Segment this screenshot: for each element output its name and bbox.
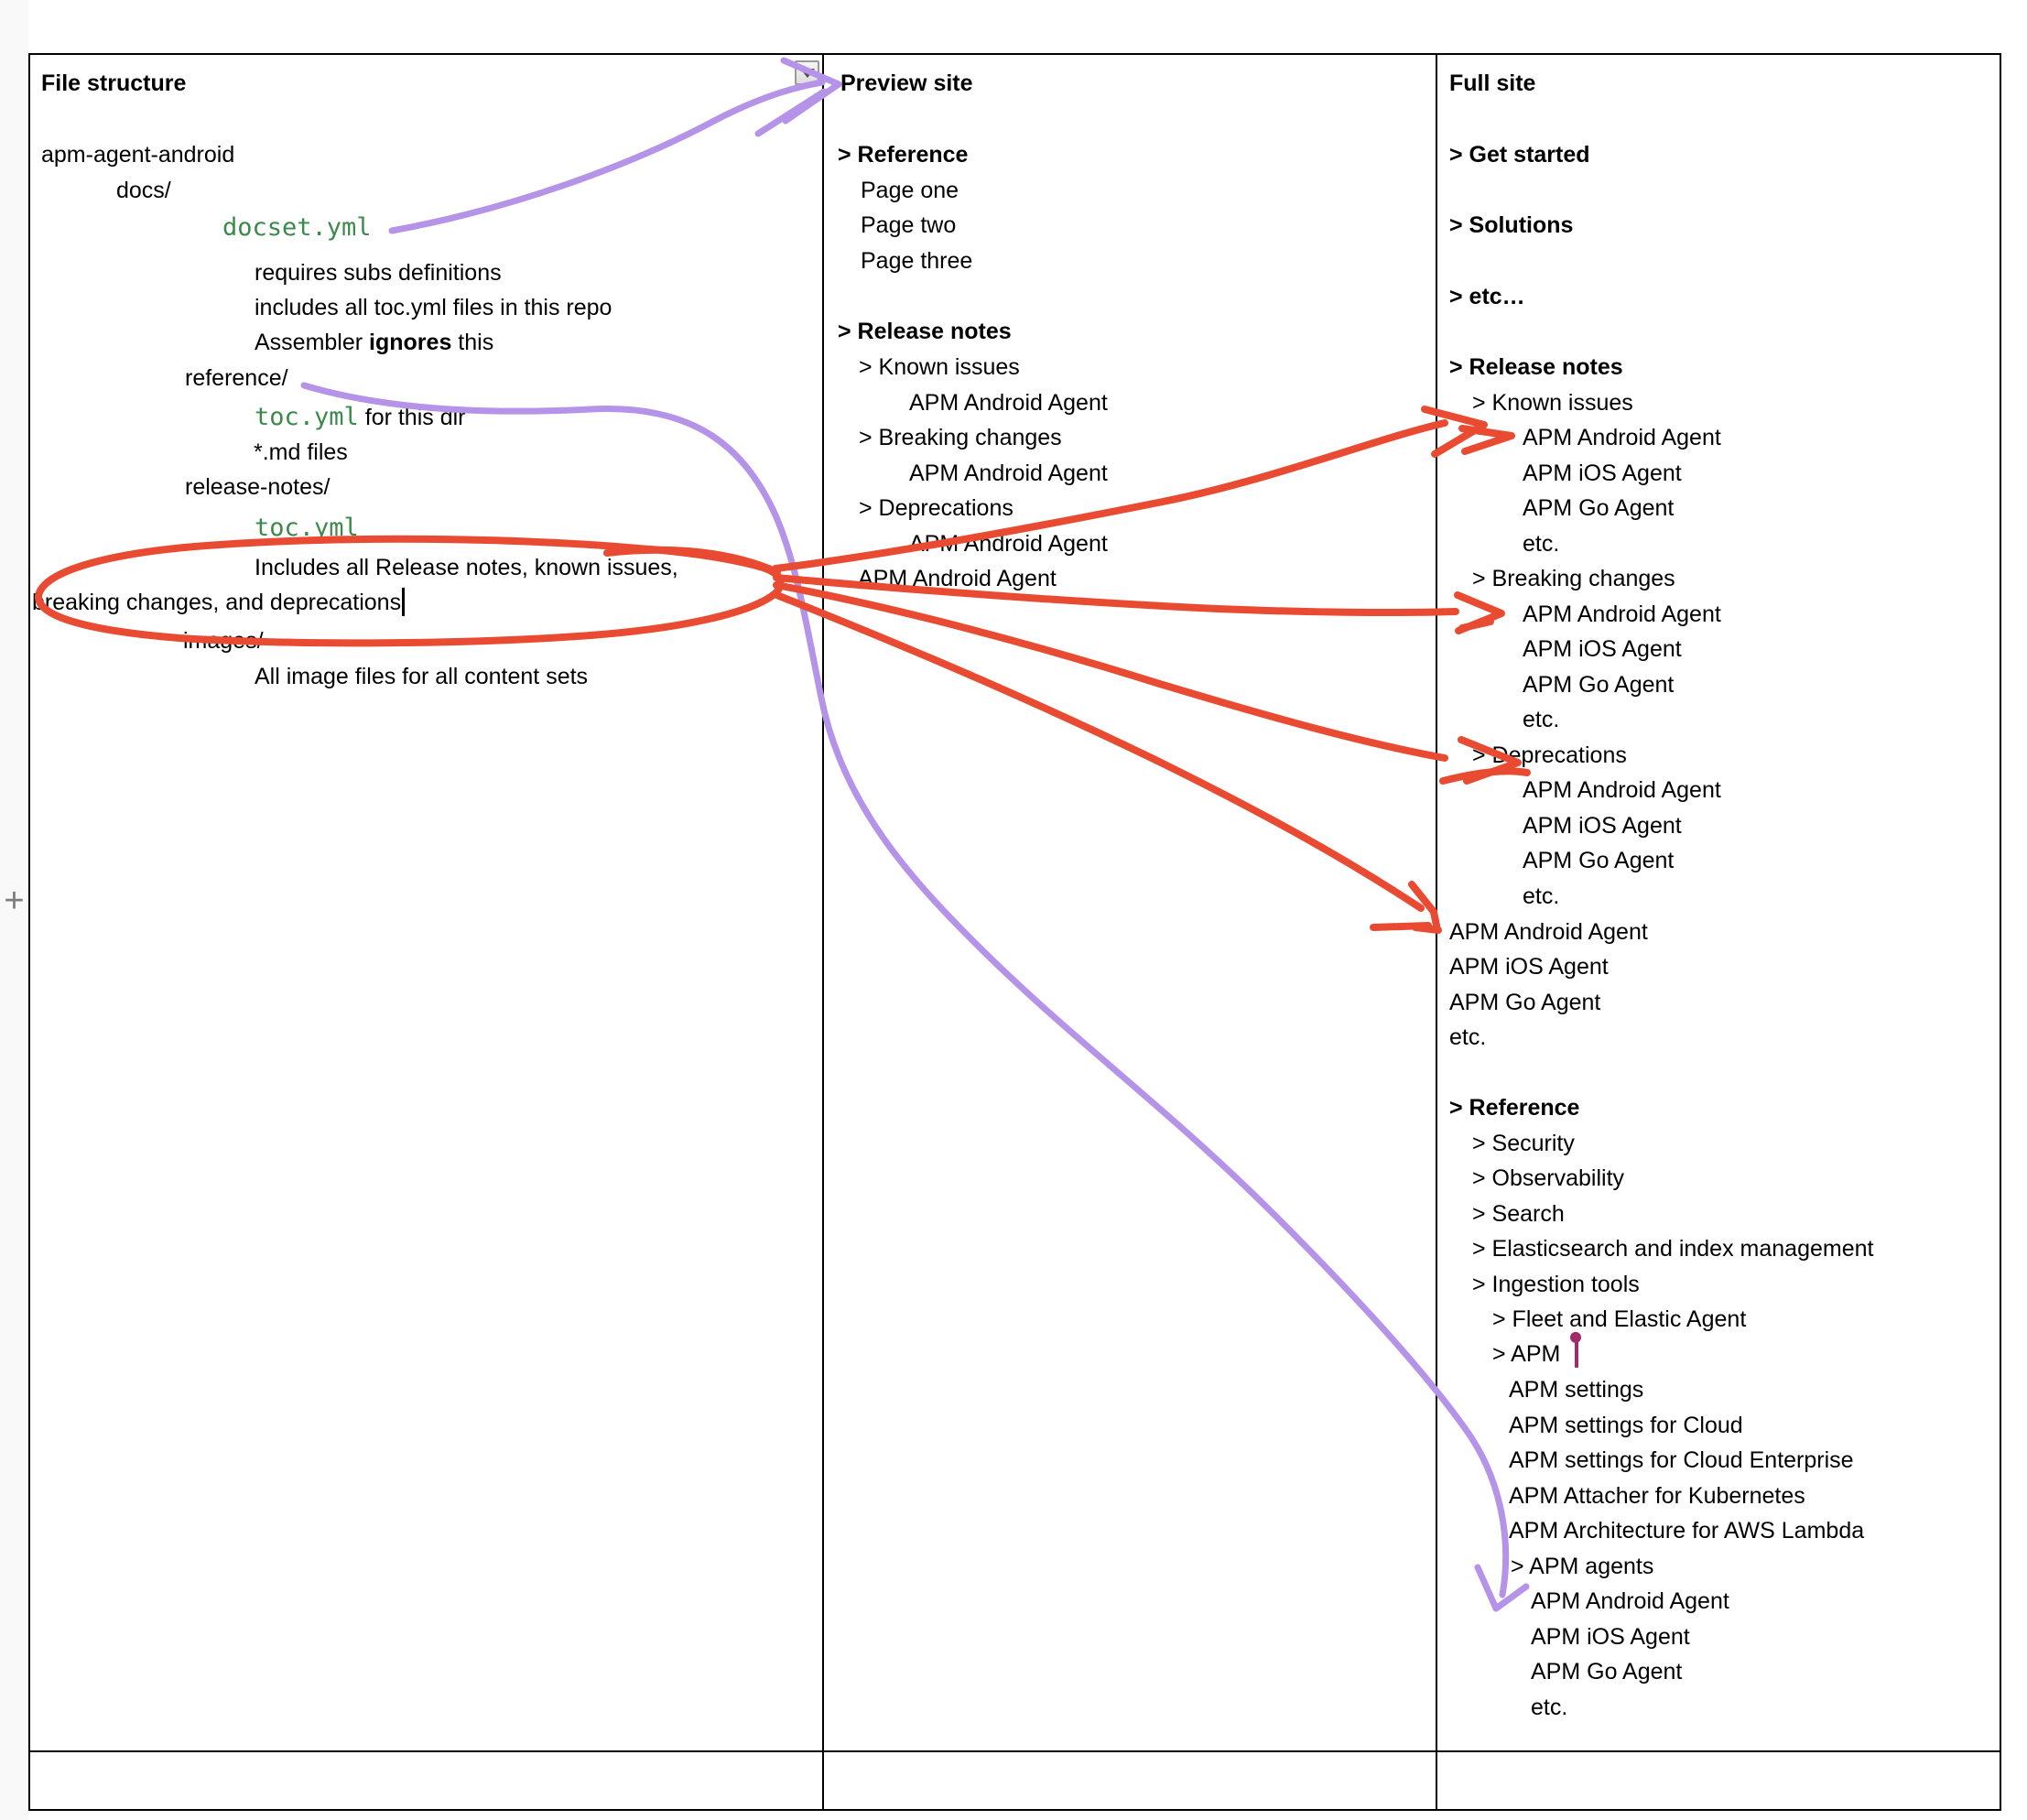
text-cursor bbox=[402, 587, 406, 616]
plus-icon: + bbox=[4, 882, 25, 920]
doc-line-full-site-12: APM iOS Agent bbox=[1523, 635, 1682, 662]
doc-line-file-structure-5: includes all toc.yml files in this repo bbox=[255, 294, 612, 320]
doc-line-full-site-8: APM Go Agent bbox=[1523, 494, 1675, 521]
doc-line-full-site-14: etc. bbox=[1523, 706, 1560, 732]
doc-line-full-site-1: > Get started bbox=[1449, 141, 1590, 168]
doc-line-full-site-34: APM settings for Cloud Enterprise bbox=[1509, 1446, 1854, 1473]
table-dropdown-button[interactable] bbox=[795, 60, 819, 85]
doc-line-full-site-16: APM Android Agent bbox=[1523, 776, 1721, 803]
doc-line-full-site-18: APM Go Agent bbox=[1523, 847, 1675, 873]
doc-line-full-site-24: > Reference bbox=[1449, 1094, 1580, 1121]
doc-line-preview-site-12: APM Android Agent bbox=[858, 565, 1057, 591]
doc-line-full-site-27: > Search bbox=[1472, 1200, 1565, 1227]
doc-line-full-site-26: > Observability bbox=[1472, 1165, 1625, 1191]
column-divider-1 bbox=[822, 55, 824, 1809]
doc-line-full-site-33: APM settings for Cloud bbox=[1509, 1412, 1743, 1438]
doc-line-full-site-9: etc. bbox=[1523, 530, 1560, 557]
doc-line-full-site-2: > Solutions bbox=[1449, 211, 1574, 238]
doc-line-full-site-19: etc. bbox=[1523, 883, 1560, 909]
doc-line-preview-site-11: APM Android Agent bbox=[909, 530, 1108, 557]
doc-line-preview-site-10: > Deprecations bbox=[859, 494, 1014, 521]
doc-line-preview-site-4: Page three bbox=[861, 247, 973, 274]
doc-line-full-site-36: APM Architecture for AWS Lambda bbox=[1509, 1517, 1865, 1544]
doc-line-file-structure-7: reference/ bbox=[185, 364, 288, 391]
doc-line-file-structure-9: *.md files bbox=[254, 439, 348, 465]
column-divider-2 bbox=[1436, 55, 1437, 1809]
doc-line-full-site-31: > APM bbox=[1492, 1331, 1582, 1370]
doc-line-full-site-39: APM iOS Agent bbox=[1531, 1623, 1690, 1650]
doc-line-full-site-41: etc. bbox=[1531, 1694, 1568, 1720]
doc-line-full-site-21: APM iOS Agent bbox=[1449, 953, 1609, 980]
doc-line-file-structure-1: apm-agent-android bbox=[41, 141, 235, 168]
doc-line-full-site-35: APM Attacher for Kubernetes bbox=[1509, 1482, 1805, 1509]
doc-line-preview-site-8: > Breaking changes bbox=[859, 424, 1062, 450]
doc-line-full-site-17: APM iOS Agent bbox=[1523, 812, 1682, 839]
doc-line-preview-site-5: > Release notes bbox=[838, 318, 1012, 344]
doc-line-full-site-11: APM Android Agent bbox=[1523, 601, 1721, 627]
doc-line-file-structure-8: toc.yml for this dir bbox=[255, 402, 466, 431]
doc-line-preview-site-3: Page two bbox=[861, 211, 957, 238]
doc-line-file-structure-14: images/ bbox=[183, 627, 264, 654]
doc-line-preview-site-2: Page one bbox=[861, 177, 959, 203]
doc-line-file-structure-2: docs/ bbox=[116, 177, 171, 203]
doc-line-full-site-7: APM iOS Agent bbox=[1523, 460, 1682, 486]
doc-line-preview-site-9: APM Android Agent bbox=[909, 460, 1108, 486]
chevron-down-icon bbox=[799, 68, 815, 78]
doc-line-full-site-30: > Fleet and Elastic Agent bbox=[1492, 1305, 1747, 1332]
doc-line-full-site-28: > Elasticsearch and index management bbox=[1472, 1235, 1874, 1262]
doc-line-full-site-32: APM settings bbox=[1509, 1376, 1644, 1403]
doc-line-file-structure-0: File structure bbox=[41, 70, 187, 96]
doc-line-file-structure-6: Assembler ignores this bbox=[255, 329, 494, 355]
doc-line-file-structure-4: requires subs definitions bbox=[255, 259, 502, 286]
doc-line-preview-site-7: APM Android Agent bbox=[909, 389, 1108, 416]
doc-line-full-site-0: Full site bbox=[1449, 70, 1536, 96]
doc-line-full-site-38: APM Android Agent bbox=[1531, 1587, 1729, 1614]
doc-line-full-site-29: > Ingestion tools bbox=[1472, 1271, 1640, 1297]
doc-line-full-site-10: > Breaking changes bbox=[1472, 565, 1675, 591]
doc-line-full-site-15: > Deprecations bbox=[1472, 742, 1627, 768]
doc-line-full-site-23: etc. bbox=[1449, 1024, 1487, 1050]
doc-line-full-site-3: > etc… bbox=[1449, 283, 1525, 309]
doc-line-full-site-20: APM Android Agent bbox=[1449, 918, 1648, 945]
doc-line-file-structure-3: docset.yml bbox=[222, 212, 372, 242]
margin-plus-button[interactable]: + bbox=[0, 882, 28, 920]
doc-line-full-site-5: > Known issues bbox=[1472, 389, 1633, 416]
doc-line-full-site-13: APM Go Agent bbox=[1523, 671, 1675, 698]
row-divider bbox=[30, 1750, 2000, 1752]
doc-line-file-structure-13: breaking changes, and deprecations bbox=[32, 587, 406, 618]
doc-line-file-structure-11: toc.yml bbox=[255, 513, 359, 542]
doc-line-full-site-6: APM Android Agent bbox=[1523, 424, 1721, 450]
doc-line-preview-site-1: > Reference bbox=[838, 141, 969, 168]
left-margin bbox=[0, 0, 28, 1820]
doc-line-file-structure-12: Includes all Release notes, known issues… bbox=[255, 554, 678, 580]
doc-line-preview-site-0: Preview site bbox=[840, 70, 973, 96]
doc-line-full-site-22: APM Go Agent bbox=[1449, 989, 1601, 1015]
collaborator-cursor bbox=[1570, 1331, 1582, 1368]
doc-line-full-site-25: > Security bbox=[1472, 1130, 1575, 1156]
doc-line-preview-site-6: > Known issues bbox=[859, 353, 1020, 380]
doc-line-file-structure-15: All image files for all content sets bbox=[255, 663, 589, 689]
doc-line-full-site-4: > Release notes bbox=[1449, 353, 1623, 380]
doc-line-file-structure-10: release-notes/ bbox=[185, 473, 331, 500]
doc-line-full-site-40: APM Go Agent bbox=[1531, 1658, 1683, 1685]
doc-line-full-site-37: > APM agents bbox=[1511, 1553, 1654, 1579]
